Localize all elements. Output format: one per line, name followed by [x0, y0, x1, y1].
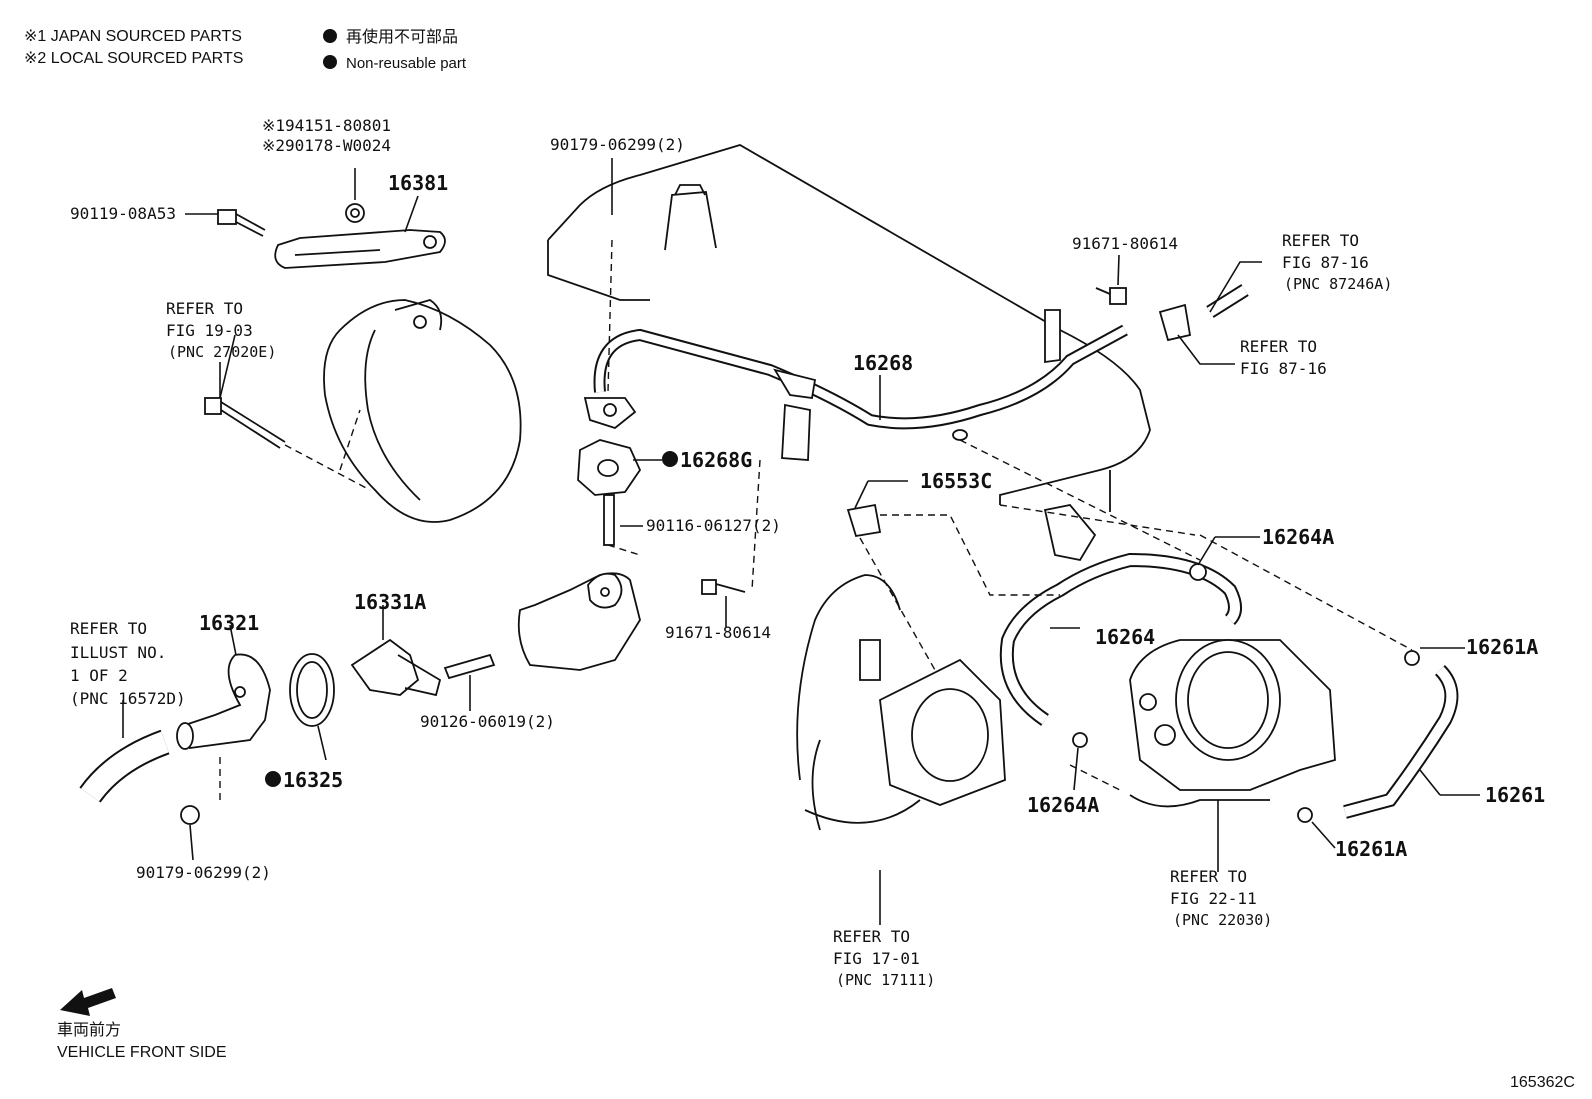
- refer-illust-line3: 1 OF 2: [70, 666, 128, 685]
- bracket-16381-drawing: [217, 203, 446, 269]
- label-16381: 16381: [388, 171, 448, 195]
- refer-fig-19-03-line2: FIG 19-03: [166, 321, 253, 340]
- label-16264: 16264: [1095, 625, 1155, 649]
- part-labels: ※194151-80801 ※290178-W0024 16381 90119-…: [70, 116, 1545, 989]
- label-91671-80614-top: 91671-80614: [1072, 234, 1178, 253]
- pump-housing-drawing: [204, 299, 522, 523]
- refer-fig-87-16-a-line1: REFER TO: [1282, 231, 1359, 250]
- legend-en: Non-reusable part: [346, 55, 467, 72]
- front-side-en: VEHICLE FRONT SIDE: [57, 1044, 227, 1061]
- label-16268g: 16268G: [680, 448, 752, 472]
- label-16325: 16325: [283, 768, 343, 792]
- label-91671-80614-mid: 91671-80614: [665, 623, 771, 642]
- leader-lines: [122, 158, 1480, 925]
- refer-fig-19-03-line3: (PNC 27020E): [168, 343, 276, 361]
- non-reusable-dot-icon: [323, 55, 337, 69]
- note-local-sourced: ※2 LOCAL SOURCED PARTS: [24, 50, 243, 67]
- gasket-16268g-drawing: [577, 439, 642, 546]
- header-notes: ※1 JAPAN SOURCED PARTS ※2 LOCAL SOURCED …: [24, 28, 467, 72]
- refer-fig-87-16-b-line2: FIG 87-16: [1240, 359, 1327, 378]
- label-90119-08a53: 90119-08A53: [70, 204, 176, 223]
- refer-fig-87-16-b-line1: REFER TO: [1240, 337, 1317, 356]
- non-reusable-dot-icon: [662, 451, 678, 467]
- label-16331a: 16331A: [354, 590, 426, 614]
- label-90179-06299-top: 90179-06299(2): [550, 135, 685, 154]
- refer-fig-22-11-line3: (PNC 22030): [1173, 911, 1272, 929]
- label-194151-80801: ※194151-80801: [262, 116, 391, 135]
- label-90126-06019: 90126-06019(2): [420, 712, 555, 731]
- refer-fig-19-03-line1: REFER TO: [166, 299, 243, 318]
- label-16261a-top: 16261A: [1466, 635, 1538, 659]
- label-16553c: 16553C: [920, 469, 992, 493]
- figure-id: 165362C: [1510, 1074, 1575, 1091]
- note-japan-sourced: ※1 JAPAN SOURCED PARTS: [24, 28, 242, 45]
- label-16321: 16321: [199, 611, 259, 635]
- throttle-body-drawing: [701, 284, 1459, 831]
- refer-fig-22-11-line2: FIG 22-11: [1170, 889, 1257, 908]
- refer-illust-line2: ILLUST NO.: [70, 643, 166, 662]
- water-outlet-drawing: [517, 572, 641, 671]
- label-16264a-bottom: 16264A: [1027, 793, 1099, 817]
- label-90116-06127: 90116-06127(2): [646, 516, 781, 535]
- label-16268: 16268: [853, 351, 913, 375]
- label-16261: 16261: [1485, 783, 1545, 807]
- label-90179-06299-bottom: 90179-06299(2): [136, 863, 271, 882]
- legend-jp: 再使用不可部品: [346, 28, 458, 46]
- engine-cover-drawing: [547, 144, 1151, 512]
- footer: 車両前方 VEHICLE FRONT SIDE 165362C: [57, 988, 1575, 1091]
- refer-illust-line1: REFER TO: [70, 619, 147, 638]
- refer-fig-87-16-a-line3: (PNC 87246A): [1284, 275, 1392, 293]
- refer-fig-17-01-line3: (PNC 17111): [836, 971, 935, 989]
- label-16264a-top: 16264A: [1262, 525, 1334, 549]
- refer-fig-17-01-line1: REFER TO: [833, 927, 910, 946]
- refer-fig-87-16-a-line2: FIG 87-16: [1282, 253, 1369, 272]
- front-direction-arrow-icon: [60, 988, 116, 1016]
- front-side-jp: 車両前方: [57, 1021, 121, 1039]
- non-reusable-dot-icon: [265, 771, 281, 787]
- refer-fig-22-11-line1: REFER TO: [1170, 867, 1247, 886]
- label-290178-w0024: ※290178-W0024: [262, 136, 391, 155]
- label-16261a-bottom: 16261A: [1335, 837, 1407, 861]
- thermostat-group-drawing: [79, 638, 496, 825]
- refer-fig-17-01-line2: FIG 17-01: [833, 949, 920, 968]
- pipe-16268-drawing: [583, 309, 1128, 461]
- non-reusable-dot-icon: [323, 29, 337, 43]
- refer-illust-line4: (PNC 16572D): [70, 689, 186, 708]
